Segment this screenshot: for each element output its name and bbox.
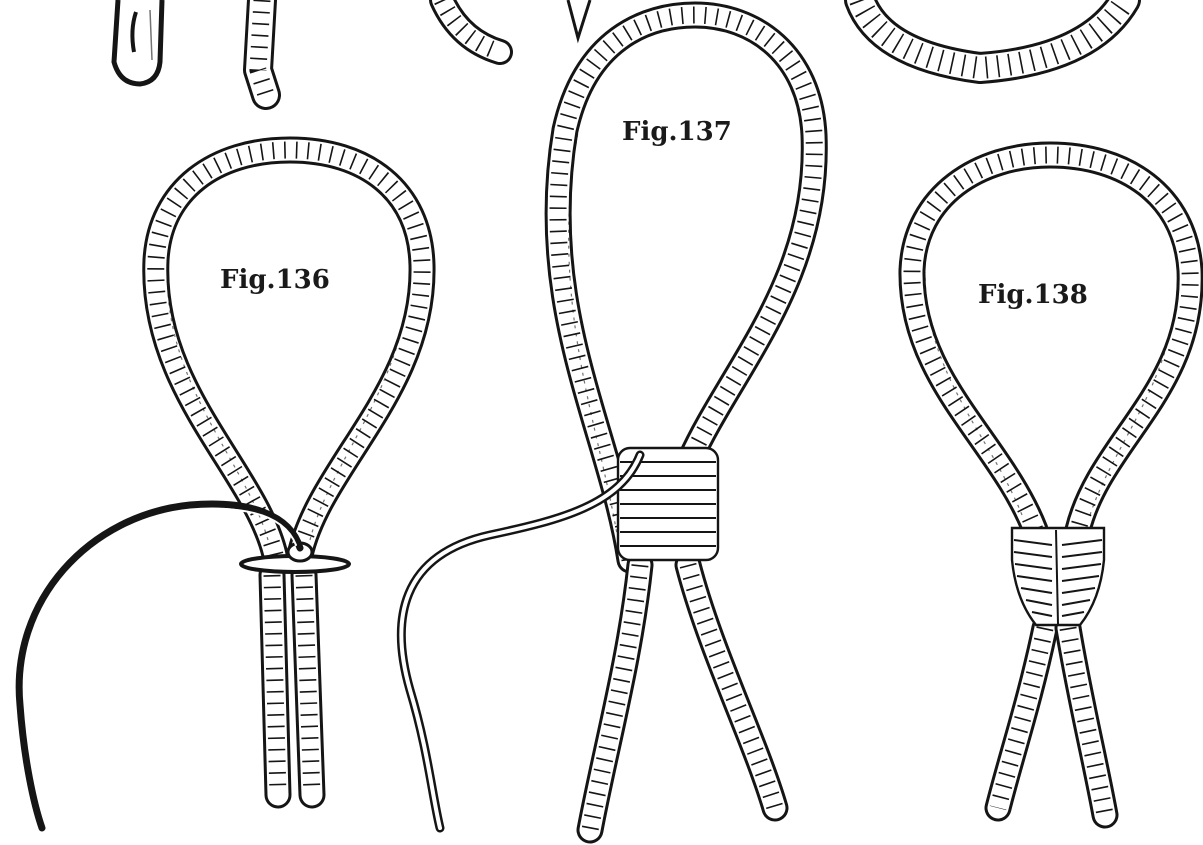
fig138-racking-seizing bbox=[1012, 528, 1104, 625]
fig136-standing-part-left bbox=[272, 575, 278, 795]
pointed-tool-fragment bbox=[568, 0, 590, 38]
fig136-sail-needle bbox=[19, 504, 300, 828]
fig136-rope-eye bbox=[156, 150, 422, 555]
fig138-leg-left bbox=[998, 628, 1045, 808]
fig138-label: Fig.138 bbox=[978, 280, 1088, 310]
figure-138: Fig.138 bbox=[912, 155, 1190, 815]
fig138-leg-right bbox=[1068, 628, 1105, 815]
fig138-rope-eye bbox=[912, 155, 1190, 530]
figure-137: Fig.137 bbox=[401, 15, 814, 830]
rope-coil-fragment bbox=[860, 0, 1125, 68]
figure-136: Fig.136 bbox=[19, 150, 422, 828]
twisted-strand-fragment-middle bbox=[442, 0, 500, 52]
fig136-label: Fig.136 bbox=[220, 265, 330, 295]
fig136-seizing-turn bbox=[241, 543, 349, 572]
twisted-strand-fragment-left bbox=[258, 0, 266, 95]
fig137-leg-left bbox=[590, 565, 640, 830]
fig136-standing-part-right bbox=[304, 575, 312, 795]
fig137-label: Fig.137 bbox=[622, 117, 732, 147]
marlinspike-tip-fragment bbox=[114, 0, 162, 84]
fig137-leg-right bbox=[688, 565, 775, 808]
